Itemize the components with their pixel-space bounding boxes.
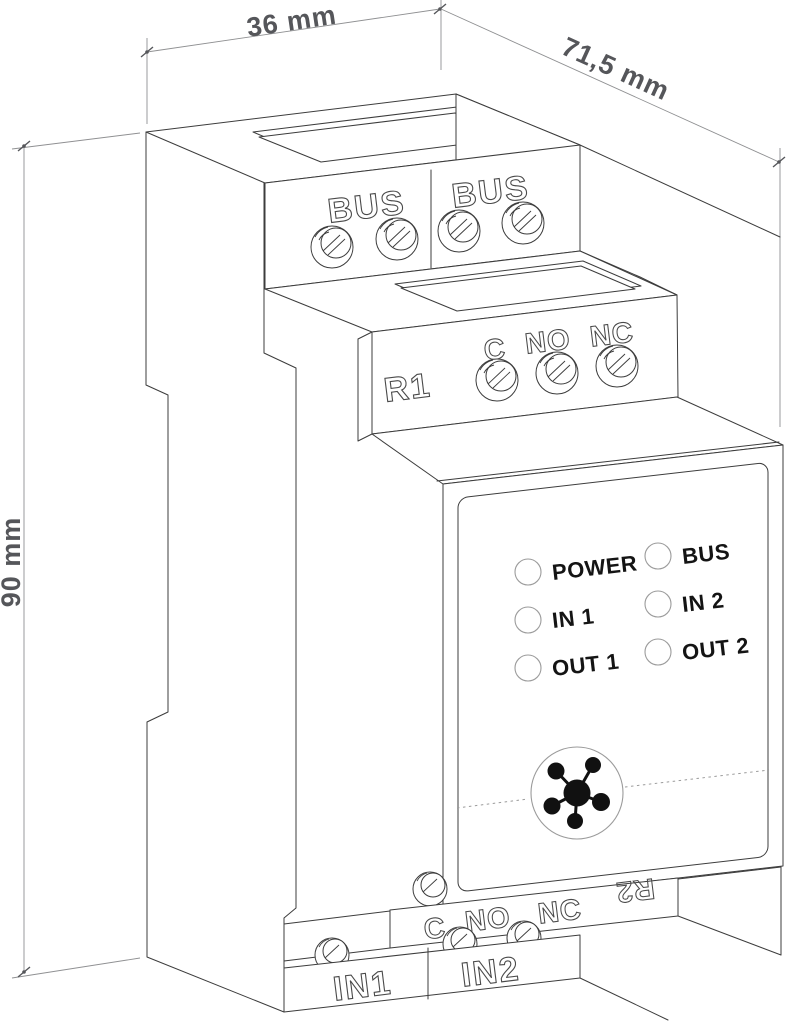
- terminal-screw: [310, 225, 354, 269]
- in2-led: [644, 590, 672, 618]
- front-panel: POWER IN 1 OUT 1 BUS IN 2 OUT 2: [442, 444, 784, 906]
- relay1-label: R1: [382, 366, 434, 410]
- relay2-terminal-nc-label: NC: [536, 894, 583, 931]
- terminal-screw: [475, 358, 519, 402]
- power-led: [514, 558, 542, 586]
- in1-terminal-label: IN1: [331, 964, 394, 1009]
- terminal-screw: [595, 344, 639, 388]
- front-panel-inset-border: [457, 462, 769, 892]
- bus-led: [644, 542, 672, 570]
- input-terminal-block: IN1 IN2: [283, 920, 669, 1021]
- width-dimension-label: 36 mm: [245, 0, 339, 43]
- relay2-label: R2: [614, 872, 657, 909]
- terminal-screw: [501, 201, 545, 245]
- in2-terminal-label: IN2: [459, 950, 522, 995]
- bus-terminal-block: BUS BUS: [145, 93, 581, 290]
- led-indicators: POWER IN 1 OUT 1 BUS IN 2 OUT 2: [514, 539, 750, 682]
- network-hub-icon: [530, 746, 624, 840]
- terminal-screw: [535, 351, 579, 395]
- in2-led-label: IN 2: [681, 587, 726, 617]
- dimension-height: 90 mm: [0, 132, 141, 979]
- depth-dimension-label: 71,5 mm: [557, 31, 674, 106]
- bus-led-label: BUS: [681, 539, 731, 569]
- relay1-terminal-block: R1 C NO NC: [264, 250, 679, 442]
- out2-led: [644, 638, 672, 666]
- terminal-screw: [375, 217, 419, 261]
- terminal-screw: [412, 871, 448, 907]
- in1-led: [514, 606, 542, 634]
- terminal-screw: [437, 209, 481, 253]
- in1-led-label: IN 1: [551, 603, 596, 633]
- out1-led: [514, 654, 542, 682]
- height-dimension-label: 90 mm: [0, 517, 26, 608]
